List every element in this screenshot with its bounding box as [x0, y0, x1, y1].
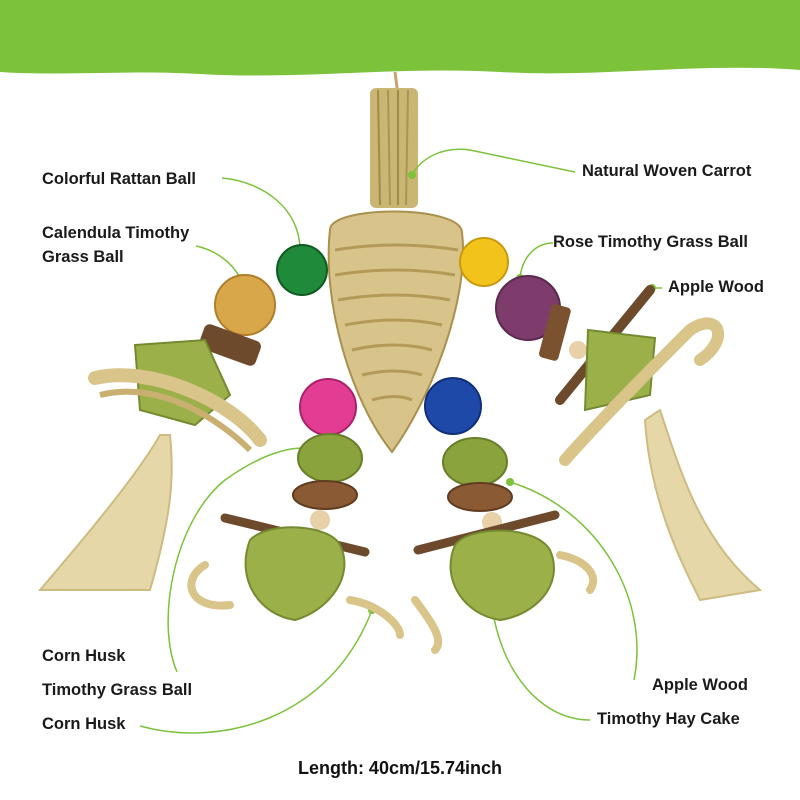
label-apple-wood-top: Apple Wood	[668, 278, 764, 296]
left-strand	[37, 244, 328, 591]
right-corn-husk	[643, 408, 763, 602]
length-caption: Length: 40cm/15.74inch	[297, 758, 503, 778]
label-calendula-timothy-grass-ball: Calendula Timothy Grass Ball	[42, 224, 190, 266]
label-corn-husk-left: Corn Husk	[42, 647, 126, 665]
blue-rattan-ball	[424, 377, 482, 435]
top-green-band	[0, 0, 800, 76]
label-natural-woven-carrot: Natural Woven Carrot	[582, 162, 752, 180]
label-rose-timothy-grass-ball: Rose Timothy Grass Ball	[553, 233, 749, 251]
left-corn-husk	[37, 434, 173, 591]
label-corn-husk-bottom: Corn Husk	[42, 715, 126, 733]
bottom-right-strand	[411, 377, 598, 654]
pink-rattan-ball	[299, 378, 357, 436]
label-timothy-grass-ball: Timothy Grass Ball	[42, 681, 193, 699]
label-colorful-rattan-ball: Colorful Rattan Ball	[42, 170, 197, 188]
label-timothy-hay-cake: Timothy Hay Cake	[597, 710, 740, 728]
green-rattan-ball	[276, 244, 328, 296]
yellow-rattan-ball	[459, 237, 509, 287]
bottom-left-heart-cake	[244, 526, 346, 622]
bottom-left-strand	[187, 378, 404, 639]
carrot-grass-top	[370, 88, 418, 208]
woven-carrot	[327, 210, 464, 454]
label-apple-wood-bottom: Apple Wood	[652, 676, 748, 694]
calendula-ball	[214, 274, 276, 336]
bottom-right-heart-cake	[449, 529, 555, 622]
right-strand	[459, 237, 763, 602]
